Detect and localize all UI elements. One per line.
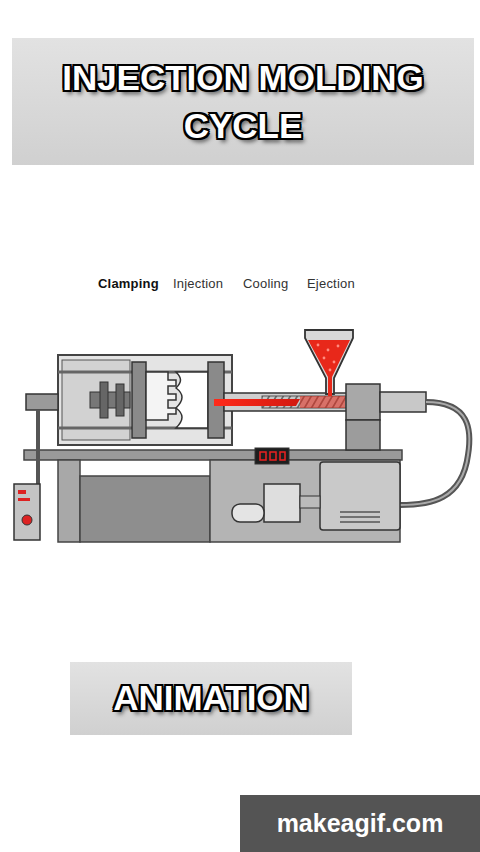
machine-bed bbox=[24, 450, 402, 460]
machine-leg bbox=[58, 460, 80, 542]
motor bbox=[320, 462, 400, 530]
plastic-pellets bbox=[308, 340, 350, 396]
step-label: Injection bbox=[173, 276, 223, 291]
step-label: Ejection bbox=[307, 276, 355, 291]
control-knob bbox=[22, 515, 32, 525]
display-digit bbox=[260, 452, 266, 460]
molten-plastic bbox=[300, 396, 345, 408]
title: INJECTION MOLDING CYCLE bbox=[26, 54, 460, 150]
indicator bbox=[18, 498, 30, 501]
watermark-band bbox=[240, 795, 480, 852]
clamp-frame bbox=[58, 355, 232, 445]
injection-cylinder bbox=[380, 392, 426, 412]
cabinet bbox=[80, 476, 210, 542]
display-digit bbox=[270, 452, 276, 460]
toggle-link bbox=[116, 384, 124, 416]
clamp-cylinder bbox=[26, 394, 58, 410]
temperature-display bbox=[255, 448, 289, 464]
watermark: makeagif.com bbox=[277, 809, 444, 838]
molten-plastic bbox=[214, 399, 300, 406]
coupling bbox=[300, 496, 320, 508]
moving-platen bbox=[132, 362, 146, 438]
label-box: ANIMATION bbox=[70, 662, 352, 735]
injection-support bbox=[346, 420, 380, 450]
injection-housing bbox=[346, 384, 380, 420]
motor-vents bbox=[340, 512, 380, 522]
title-box: INJECTION MOLDING CYCLE bbox=[12, 38, 474, 165]
hydraulic-hose bbox=[400, 402, 469, 505]
toggle-link bbox=[100, 382, 108, 418]
hydraulic-hose bbox=[400, 402, 469, 505]
oil-tank bbox=[232, 504, 264, 522]
mold-core bbox=[146, 372, 176, 420]
label-text: ANIMATION bbox=[113, 678, 309, 718]
step-label: Clamping bbox=[98, 276, 159, 291]
step-label: Cooling bbox=[243, 276, 289, 291]
display-digit bbox=[280, 452, 285, 460]
machine-base bbox=[210, 460, 400, 542]
pump bbox=[264, 484, 300, 522]
control-box bbox=[14, 484, 40, 540]
indicator bbox=[18, 490, 26, 494]
hydraulic-pipe bbox=[36, 410, 40, 484]
mold-cavity bbox=[176, 372, 208, 428]
